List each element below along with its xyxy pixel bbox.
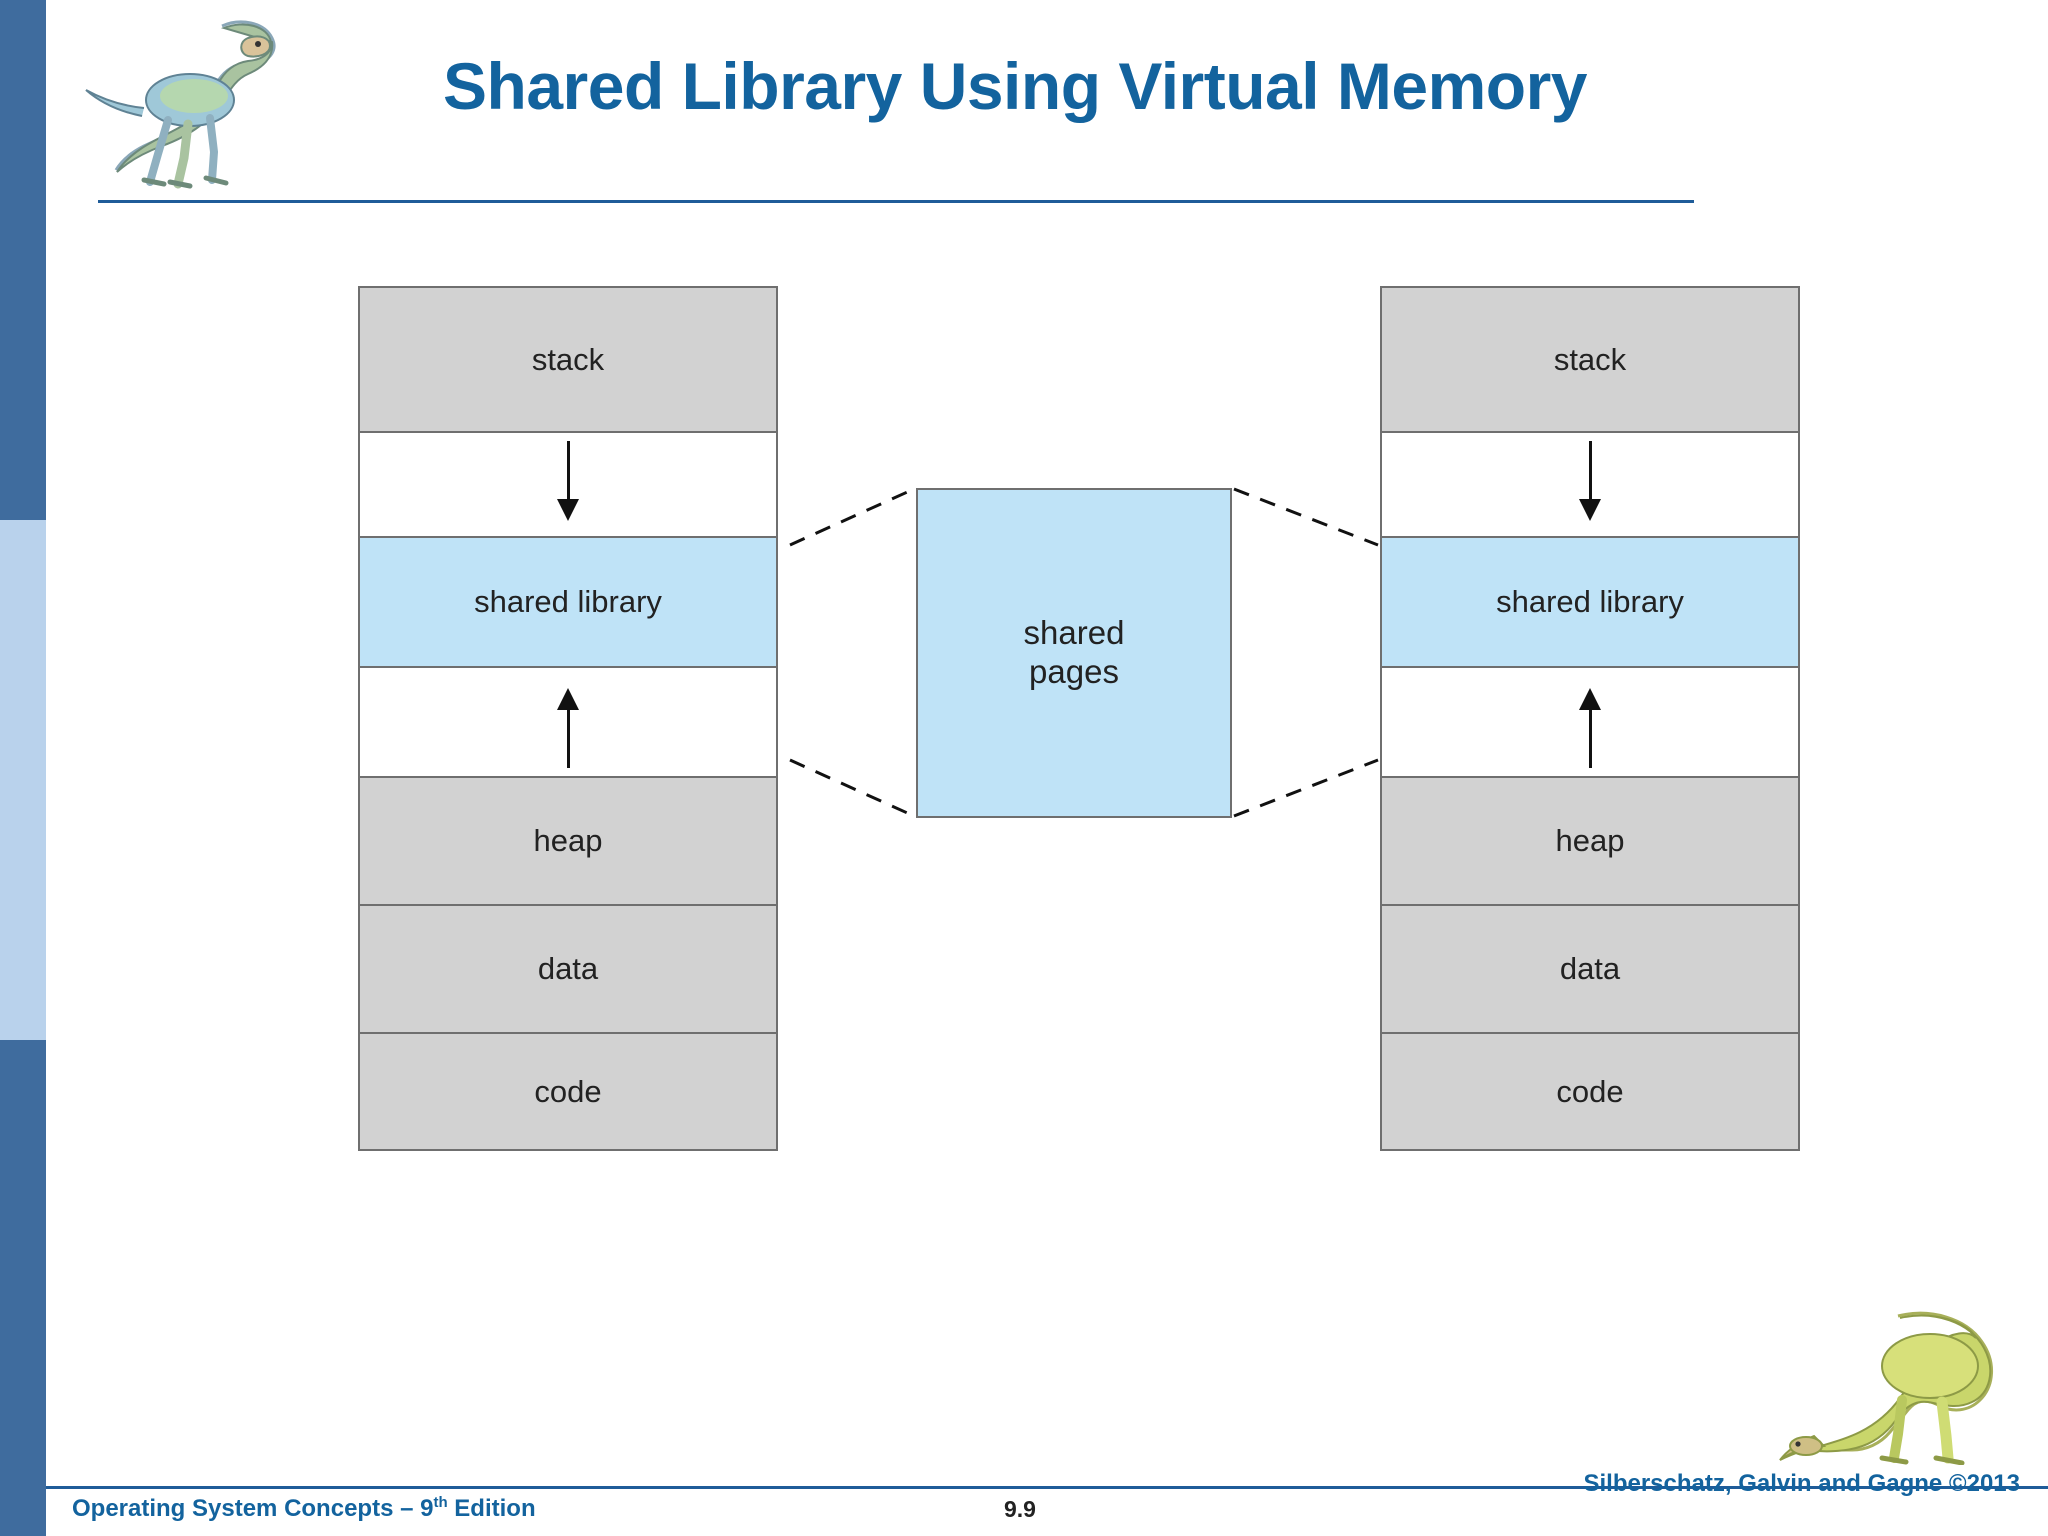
arrow-up-head-icon — [557, 688, 579, 710]
segment-label: stack — [531, 341, 605, 377]
segment-gap-heap-growth-left — [360, 668, 776, 778]
dinosaur-logo-bottom-icon — [1770, 1300, 2020, 1466]
arrow-up-head-icon — [1579, 688, 1601, 710]
segment-shared-library-right: shared library — [1382, 538, 1798, 668]
segment-code-right: code — [1382, 1034, 1798, 1149]
segment-heap-right: heap — [1382, 778, 1798, 906]
footer-book-title-prefix: Operating System Concepts – 9 — [72, 1495, 434, 1522]
left-accent-bar-bottom — [0, 1040, 46, 1536]
dinosaur-logo-icon — [72, 8, 302, 193]
footer-book-title-suffix: Edition — [447, 1495, 536, 1522]
segment-gap-stack-growth-left — [360, 433, 776, 538]
footer-copyright: Silberschatz, Galvin and Gagne ©2013 — [1583, 1470, 2020, 1497]
arrow-down-head-icon — [1579, 499, 1601, 521]
segment-data-left: data — [360, 906, 776, 1034]
footer-book-title: Operating System Concepts – 9th Edition — [72, 1494, 536, 1523]
left-accent-bar-top — [0, 0, 46, 520]
shared-pages-label-line1: shared — [1023, 614, 1125, 652]
process-memory-left: stack shared library heap data code — [358, 286, 778, 1151]
segment-code-left: code — [360, 1034, 776, 1149]
arrow-down-icon — [566, 441, 570, 503]
shared-pages-box: shared pages — [916, 488, 1232, 818]
arrow-down-icon — [1588, 441, 1592, 503]
segment-stack-left: stack — [360, 288, 776, 433]
segment-label: code — [534, 1073, 602, 1109]
segment-label: heap — [533, 823, 603, 858]
segment-label: data — [1559, 951, 1621, 986]
segment-label: code — [1556, 1073, 1624, 1109]
segment-label: shared library — [474, 584, 662, 619]
page-title: Shared Library Using Virtual Memory — [443, 49, 1587, 123]
shared-pages-label-line2: pages — [1029, 653, 1119, 690]
segment-label: stack — [1553, 341, 1627, 377]
segment-gap-heap-growth-right — [1382, 668, 1798, 778]
segment-stack-right: stack — [1382, 288, 1798, 433]
left-accent-bar-middle — [0, 520, 46, 1040]
arrow-up-icon — [566, 706, 570, 768]
header-divider — [98, 200, 1694, 203]
process-memory-right: stack shared library heap data code — [1380, 286, 1800, 1151]
arrow-down-head-icon — [557, 499, 579, 521]
segment-heap-left: heap — [360, 778, 776, 906]
segment-label: data — [537, 951, 599, 986]
footer-edition-ordinal: th — [433, 1494, 448, 1511]
segment-gap-stack-growth-right — [1382, 433, 1798, 538]
segment-label: heap — [1555, 823, 1625, 858]
segment-data-right: data — [1382, 906, 1798, 1034]
segment-label: shared library — [1496, 584, 1684, 619]
slide-number: 9.9 — [1004, 1496, 1036, 1522]
arrow-up-icon — [1588, 706, 1592, 768]
segment-shared-library-left: shared library — [360, 538, 776, 668]
footer-divider — [46, 1486, 2048, 1489]
